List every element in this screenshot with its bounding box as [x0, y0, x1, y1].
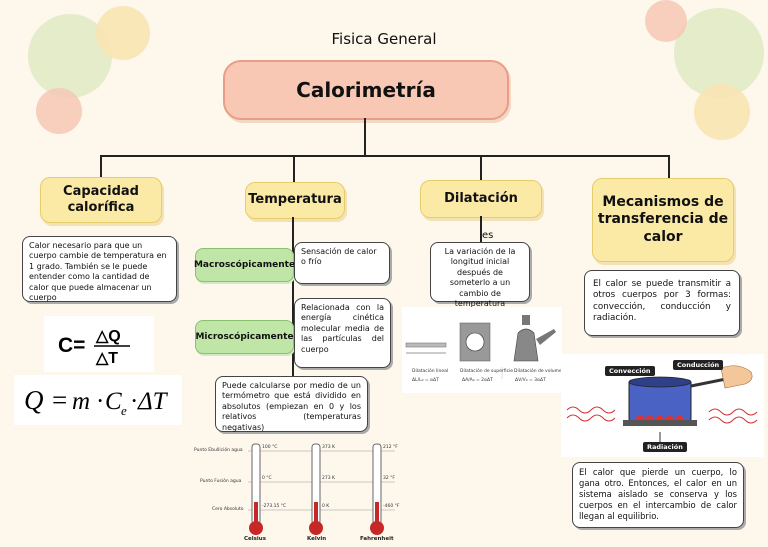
svg-text:·: · — [130, 388, 138, 415]
main-title: Calorimetría — [223, 60, 509, 120]
svg-text:=: = — [52, 385, 67, 415]
volume-formula: ΔV/V₀ = 3αΔT — [515, 378, 546, 383]
scale-name-fahrenheit: Fahrenheit — [360, 536, 394, 542]
svg-text:△Q: △Q — [95, 328, 121, 345]
decor-circle — [36, 88, 82, 134]
thermometer-scales: Punto Ebullición agua Punto Fusión agua … — [190, 440, 405, 543]
fahrenheit-value: 32 °F — [383, 476, 395, 481]
svg-text:ΔT: ΔT — [137, 388, 169, 415]
formula-capacidad: C= △Q △T — [44, 316, 154, 372]
connector — [364, 118, 366, 156]
category-capacidad: Capacidad calorífica — [40, 177, 162, 223]
decor-circle — [694, 84, 750, 140]
category-mecanismos: Mecanismos de transferencia de calor — [592, 178, 734, 262]
micro-label: Microscópicamente — [195, 320, 294, 354]
connector — [480, 155, 482, 181]
dilatacion-diagrams: Dilatación lineal Dilatación de superfic… — [402, 307, 565, 393]
thermometer-graphic — [248, 443, 395, 535]
svg-text:e: e — [121, 403, 127, 418]
scale-name-kelvin: Kelvin — [307, 536, 327, 542]
linear-formula: ΔL/L₀ = αΔT — [412, 378, 439, 383]
formula-calor-graphic: Q = m · C e · ΔT — [24, 385, 169, 418]
category-dilatacion: Dilatación — [420, 180, 542, 218]
mecanismos-intro: El calor se puede transmitir a otros cue… — [584, 270, 740, 336]
connector — [293, 155, 295, 183]
kelvin-value: 373 K — [322, 445, 335, 450]
svg-text:△T: △T — [95, 350, 118, 367]
category-temperatura: Temperatura — [245, 182, 345, 219]
label-conveccion: Convección — [605, 366, 655, 376]
formula-calor: Q = m · C e · ΔT — [14, 375, 182, 425]
subject-title: Fisica General — [331, 30, 437, 48]
thermometer-text: Puede calcularse por medio de un termóme… — [215, 376, 368, 432]
svg-text:C=: C= — [58, 334, 85, 357]
svg-text:m: m — [72, 388, 90, 415]
svg-text:Q: Q — [24, 385, 44, 415]
macro-text: Sensación de calor o frío — [294, 242, 390, 284]
scale-name-celsius: Celsius — [244, 536, 266, 542]
scale-row-label: Punto Fusión agua — [200, 479, 242, 484]
heat-transfer-graphic — [566, 365, 758, 442]
kelvin-value: 0 K — [322, 504, 330, 509]
surface-formula: ΔA/A₀ = 2αΔT — [462, 378, 493, 383]
fahrenheit-value: 212 °F — [383, 445, 398, 450]
connector — [292, 217, 294, 377]
dilatacion-es: es — [482, 230, 494, 241]
heat-transfer-illustration: Convección Conducción Radiación — [561, 354, 764, 457]
svg-text:C: C — [105, 388, 122, 415]
scale-row-label: Cero Absoluto — [212, 507, 244, 512]
micro-text: Relacionada con la energía cinética mole… — [294, 298, 391, 368]
decor-circle — [674, 8, 764, 98]
celsius-value: -273.15 °C — [262, 504, 287, 509]
decor-circle — [645, 0, 687, 42]
connector — [100, 155, 102, 178]
scale-row-label: Punto Ebullición agua — [194, 448, 243, 453]
kelvin-value: 273 K — [322, 476, 335, 481]
mecanismos-conclusion: El calor que pierde un cuerpo, lo gana o… — [572, 462, 744, 528]
connector — [480, 216, 482, 242]
formula-capacidad-graphic: C= △Q △T — [58, 328, 130, 367]
fahrenheit-value: -460 °F — [383, 504, 400, 509]
celsius-value: 0 °C — [262, 476, 272, 481]
linear-caption: Dilatación lineal — [412, 369, 449, 374]
dilatacion-definition: La variación de la longitud inicial desp… — [430, 242, 530, 308]
label-conduccion: Conducción — [673, 360, 724, 370]
capacidad-definition: Calor necesario para que un cuerpo cambi… — [22, 236, 177, 302]
svg-text:·: · — [96, 388, 104, 415]
decor-circle — [96, 6, 150, 60]
surface-caption: Dilatación de superficie — [460, 369, 514, 374]
celsius-value: 100 °C — [262, 445, 278, 450]
volume-caption: Dilatación de volumen — [514, 369, 565, 374]
dilatacion-graphic — [405, 315, 556, 379]
label-radiacion: Radiación — [643, 442, 687, 452]
macro-label: Macroscópicamente — [194, 248, 295, 282]
connector — [668, 155, 670, 179]
connector — [100, 155, 670, 157]
